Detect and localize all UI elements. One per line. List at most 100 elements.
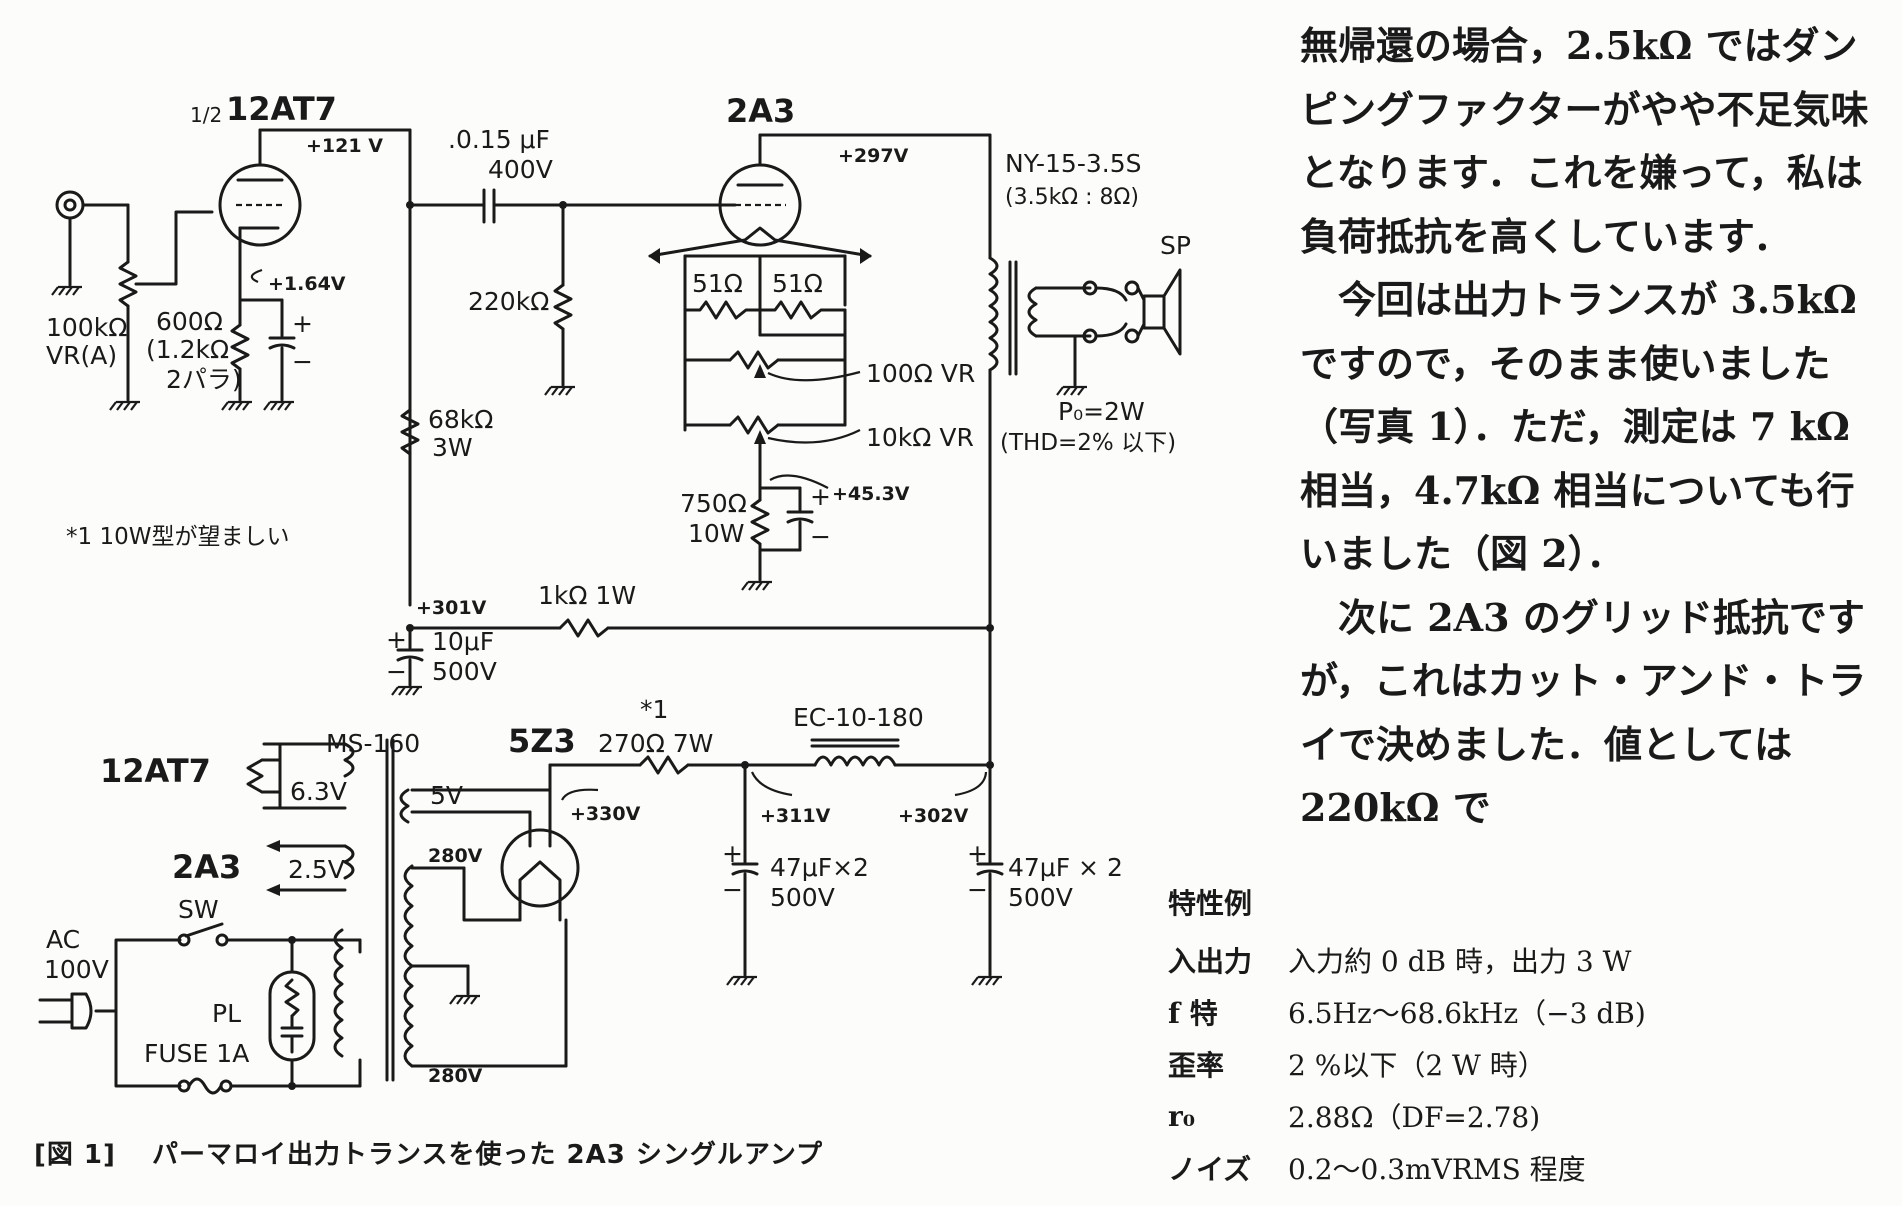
b-plus-decoupling: + − (386, 618, 994, 697)
svg-text:+: + (722, 839, 743, 868)
spec-value: 0.2～0.3mVRMS 程度 (1288, 1153, 1586, 1186)
label-sp: SP (1160, 231, 1191, 260)
label-rk-b: (1.2kΩ (146, 335, 229, 364)
label-vr-a: 100kΩ (46, 313, 127, 342)
label-c10-a: 10μF (432, 627, 494, 656)
label-r51b: 51Ω (772, 269, 823, 298)
label-v302: +302V (898, 805, 969, 827)
label-ec: EC-10-180 (793, 703, 924, 732)
label-v297: +297V (838, 145, 909, 167)
spec-row: ノイズ 0.2～0.3mVRMS 程度 (1168, 1142, 1888, 1194)
plate-resistor-68k (400, 408, 420, 456)
label-v311: +311V (760, 805, 831, 827)
label-v280b: 280V (428, 1065, 483, 1087)
spec-row: 歪率 2 %以下（2 W 時） (1168, 1038, 1888, 1090)
label-c47a-b: 500V (770, 883, 835, 912)
svg-text:+: + (292, 309, 313, 338)
label-cap015-a: .0.15 μF (448, 125, 550, 154)
label-trans-out: NY-15-3.5S (1005, 149, 1142, 178)
label-vr-b: VR(A) (46, 341, 117, 370)
label-c47a-a: 47μF×2 (770, 853, 869, 882)
coupling-capacitor (406, 188, 737, 224)
cathode-resistor-750: + − (740, 468, 831, 592)
label-ac-b: 100V (44, 955, 109, 984)
label-v5: 5V (430, 781, 463, 810)
spec-value: 6.5Hz～68.6kHz（−3 dB) (1288, 997, 1646, 1030)
label-r750-a: 750Ω (680, 489, 747, 518)
pilot-lamp (268, 936, 316, 1090)
label-c47b-b: 500V (1008, 883, 1073, 912)
label-ast1: *1 (640, 695, 668, 724)
volume-pot (108, 203, 214, 412)
label-r750-b: 10W (688, 519, 745, 548)
label-ac-a: AC (46, 925, 80, 954)
svg-text:−: − (810, 522, 831, 551)
spec-title: 特性例 (1168, 887, 1253, 920)
label-fuse: FUSE 1A (144, 1039, 249, 1068)
svg-text:+: + (810, 482, 831, 511)
label-v280a: 280V (428, 845, 483, 867)
spec-key: 入出力 (1168, 945, 1253, 978)
label-v164: +1.64V (268, 273, 346, 295)
spec-row: r₀ 2.88Ω（DF=2.78) (1168, 1090, 1888, 1142)
svg-text:−: − (386, 657, 407, 686)
spec-row: 入出力 入力約 0 dB 時，出力 3 W (1168, 934, 1888, 986)
label-r1k: 1kΩ 1W (538, 581, 636, 610)
hum-balance-network (683, 254, 861, 472)
label-r220k: 220kΩ (468, 287, 549, 316)
spec-key: r₀ (1168, 1099, 1196, 1133)
tube-12at7 (218, 128, 412, 264)
heater-2a3 (266, 840, 355, 896)
spec-key: ノイズ (1168, 1153, 1252, 1186)
speaker-icon (1136, 268, 1182, 356)
label-r68k-a: 68kΩ (428, 405, 493, 434)
label-c10-b: 500V (432, 657, 497, 686)
label-r68k-b: 3W (432, 433, 473, 462)
svg-text:+: + (386, 625, 407, 654)
caption-figure-number: [図 1] (34, 1140, 116, 1170)
label-5z3: 5Z3 (508, 722, 576, 760)
label-v330: +330V (570, 803, 641, 825)
label-2a3: 2A3 (726, 92, 795, 130)
spec-key: 歪率 (1168, 1049, 1225, 1082)
article-text: 無帰還の場合，2.5kΩ ではダンピングファクターがやや不足気味となります．これ… (1300, 14, 1892, 840)
grid-resistor-220k (543, 203, 577, 397)
label-half: 1/2 (190, 103, 222, 127)
filter-network: + − + − (561, 738, 1004, 987)
output-transformer (988, 256, 1140, 782)
spec-row: f 特 6.5Hz～68.6kHz（−3 dB) (1168, 986, 1888, 1038)
label-vr100: 100Ω VR (866, 359, 975, 388)
circuit-schematic: + − (38, 90, 1191, 1095)
svg-text:−: − (722, 875, 743, 904)
label-trans-out-sub: (3.5kΩ : 8Ω) (1005, 185, 1139, 210)
paragraph-1: 無帰還の場合，2.5kΩ ではダンピングファクターがやや不足気味となります．これ… (1300, 23, 1869, 259)
label-heater-12at7: 12AT7 (100, 752, 211, 790)
power-switch (177, 922, 362, 954)
svg-text:+: + (967, 839, 988, 868)
label-v63: 6.3V (290, 777, 347, 806)
label-vr10k: 10kΩ VR (866, 423, 974, 452)
label-heater-2a3: 2A3 (172, 848, 241, 886)
label-v121: +121 V (306, 135, 383, 157)
input-jack (50, 190, 130, 297)
label-rk-c: 2パラ) (166, 365, 242, 394)
power-transformer (333, 738, 568, 1082)
label-cap015-b: 400V (488, 155, 553, 184)
label-v301: +301V (416, 597, 487, 619)
schematic-labels: 1/2 12AT7 +121 V .0.15 μF 400V 2A3 +297V… (44, 90, 1191, 1087)
spec-value: 2 %以下（2 W 時） (1288, 1049, 1546, 1082)
tube-2a3 (648, 133, 992, 264)
label-r51a: 51Ω (692, 269, 743, 298)
label-r270: 270Ω 7W (598, 729, 713, 758)
label-12at7: 12AT7 (226, 90, 337, 128)
svg-text:−: − (967, 875, 988, 904)
label-v453: +45.3V (832, 483, 910, 505)
label-po: P₀=2W (1058, 397, 1145, 426)
paragraph-3: 次に 2A3 のグリッド抵抗ですが，これはカット・アンド・トライで決めました．値… (1300, 594, 1867, 831)
paragraph-2: 今回は出力トランスが 3.5kΩ ですので，そのまま使いました（写真 1）．ただ… (1300, 277, 1857, 576)
label-ms160: MS-160 (326, 729, 420, 758)
spec-value: 入力約 0 dB 時，出力 3 W (1288, 945, 1632, 978)
label-v25: 2.5V (288, 855, 345, 884)
spec-table: 特性例 入出力 入力約 0 dB 時，出力 3 W f 特 6.5Hz～68.6… (1168, 882, 1888, 1194)
